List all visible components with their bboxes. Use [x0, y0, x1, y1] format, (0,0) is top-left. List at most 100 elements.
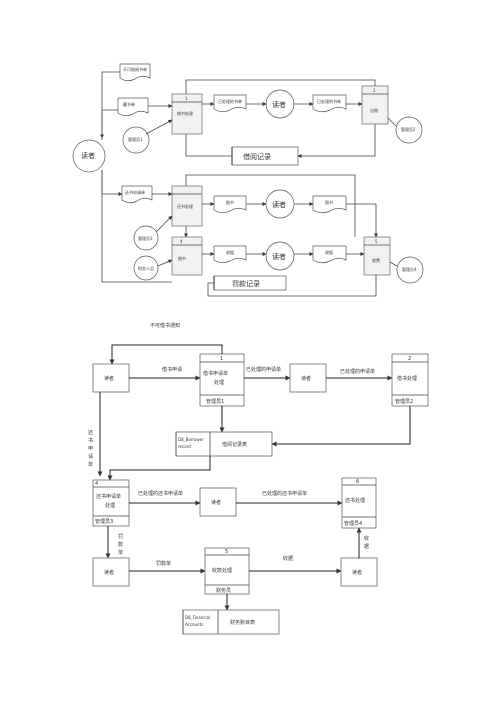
top-process-3: 还书处理: [171, 185, 203, 227]
svg-text:财务账目表: 财务账目表: [230, 619, 255, 626]
top-process-5: 5 收费: [363, 236, 391, 276]
svg-text:管理员2: 管理员2: [401, 126, 416, 132]
svg-text:收款处理: 收款处理: [212, 567, 232, 574]
svg-text:处理: 处理: [105, 502, 115, 509]
svg-text:书: 书: [88, 437, 93, 444]
svg-text:4: 4: [95, 481, 98, 487]
doc-receipt: 收据: [213, 245, 247, 264]
bottom-store-financial-accounts: D8_Financial Accounts 财务账目表: [182, 609, 280, 635]
top-diagram: 不可借阅书单 读者 藏书单 管理员1 1 借书处理 已处理的书单: [72, 63, 424, 297]
reader-circle-3: 读者: [265, 189, 295, 219]
svg-text:读者: 读者: [301, 375, 311, 382]
svg-text:单: 单: [118, 549, 123, 556]
svg-text:6: 6: [356, 479, 359, 485]
label-fine-note: 罚款单: [156, 560, 171, 567]
svg-text:已处理的书单: 已处理的书单: [218, 98, 242, 104]
svg-text:D8_Borrower: D8_Borrower: [178, 437, 204, 442]
svg-text:管理员4: 管理员4: [402, 266, 417, 272]
manager1-circle: 管理员1: [122, 126, 150, 154]
label-receipt: 收据: [283, 555, 293, 562]
svg-text:图书: 图书: [325, 199, 333, 205]
svg-text:借阅记录: 借阅记录: [243, 152, 271, 161]
doc-return-list: 还书申请单: [121, 185, 153, 204]
svg-text:读者: 读者: [104, 375, 114, 382]
label-processed-request-2: 已处理的申请单: [340, 368, 375, 375]
svg-text:还书申请单: 还书申请单: [96, 493, 121, 500]
bottom-diagram: 不可借书通知 读者 借书申请 1 借书申请单 处理 管理员1 已处理的申请单 读…: [88, 322, 429, 635]
svg-text:管理员1: 管理员1: [128, 136, 143, 142]
bottom-process-6: 6 还书处理 管理员4: [341, 477, 377, 529]
svg-text:读者: 读者: [272, 252, 286, 261]
svg-text:管理员2: 管理员2: [395, 398, 413, 405]
svg-text:读者: 读者: [272, 100, 286, 109]
svg-text:收据: 收据: [325, 249, 333, 255]
label-borrow-request: 借书申请: [162, 366, 182, 373]
bottom-reader-bottom-left: 读者: [92, 557, 130, 587]
bottom-store-borrower-record: D8_Borrower record 借阅记录表: [175, 431, 273, 457]
top-process-4: 4 借书: [171, 236, 203, 276]
svg-text:record: record: [178, 444, 191, 449]
svg-text:读者: 读者: [81, 151, 95, 160]
top-process-2: 2 出借: [361, 85, 389, 125]
manager3-circle: 管理员3: [133, 225, 159, 251]
bottom-reader-bottom-right: 读者: [340, 557, 378, 587]
svg-text:还书处理: 还书处理: [345, 497, 365, 504]
svg-text:借书处理: 借书处理: [397, 375, 417, 382]
svg-text:款: 款: [118, 541, 123, 548]
doc-borrow-list: 藏书单: [117, 97, 149, 117]
svg-text:收费: 收费: [372, 257, 380, 263]
svg-text:出借: 出借: [370, 107, 378, 113]
doc-book-2: 图书: [312, 195, 347, 214]
svg-text:管理员3: 管理员3: [95, 518, 113, 525]
svg-text:罚: 罚: [118, 534, 123, 540]
top-process-1: 1 借书处理: [171, 93, 203, 135]
label-processed-return-2: 已处理的还书申请单: [262, 490, 307, 497]
svg-text:管理员3: 管理员3: [138, 235, 153, 241]
bottom-reader-mid: 读者: [289, 363, 327, 393]
svg-text:已处理的书单: 已处理的书单: [317, 98, 341, 104]
label-fine-vertical: 罚 款 单: [118, 534, 123, 556]
bottom-process-2: 2 借书处理 管理员2: [391, 353, 429, 407]
svg-text:借书申请单: 借书申请单: [203, 370, 228, 377]
svg-text:还: 还: [88, 429, 93, 436]
svg-text:财务人员: 财务人员: [138, 265, 154, 271]
svg-text:Accounts: Accounts: [185, 622, 203, 627]
manager2-circle: 管理员2: [395, 116, 423, 144]
svg-text:2: 2: [408, 356, 411, 362]
svg-text:管理员4: 管理员4: [344, 520, 362, 527]
svg-text:D8_Financial: D8_Financial: [185, 615, 210, 620]
svg-text:1: 1: [220, 356, 223, 362]
svg-text:1: 1: [185, 96, 188, 101]
svg-text:管理员1: 管理员1: [206, 398, 224, 405]
doc-receipt-2: 收据: [312, 245, 347, 264]
manager4-circle: 财务人员: [133, 255, 159, 281]
bottom-reader-left: 读者: [92, 363, 130, 393]
label-processed-request: 已处理的申请单: [246, 366, 281, 373]
store-fine-record-top: 罚款记录: [213, 275, 287, 291]
svg-text:图书: 图书: [226, 199, 234, 205]
reader-circle-top: 读者: [72, 139, 106, 173]
svg-text:收: 收: [364, 535, 369, 542]
bottom-process-4: 4 还书申请单 处理 管理员3: [92, 479, 130, 527]
manager5-circle: 管理员4: [396, 256, 424, 284]
svg-text:罚款记录: 罚款记录: [232, 279, 260, 288]
svg-text:读者: 读者: [352, 569, 362, 576]
svg-text:借阅记录表: 借阅记录表: [222, 441, 247, 448]
reader-circle-2: 读者: [265, 89, 295, 119]
label-processed-return: 已处理的还书申请单: [138, 490, 183, 497]
svg-text:单: 单: [88, 461, 93, 468]
svg-text:还书处理: 还书处理: [177, 203, 193, 209]
svg-text:财务员: 财务员: [216, 587, 231, 594]
svg-text:2: 2: [373, 88, 376, 93]
svg-text:读者: 读者: [211, 499, 221, 506]
doc-processed-list: 已处理的书单: [213, 94, 247, 113]
svg-text:借书处理: 借书处理: [177, 110, 193, 116]
svg-text:据: 据: [364, 543, 369, 550]
reader-circle-4: 读者: [265, 241, 295, 271]
svg-text:还书申请单: 还书申请单: [125, 189, 145, 195]
svg-text:处理: 处理: [214, 379, 224, 386]
svg-text:5: 5: [225, 549, 228, 555]
doc-unavailable-list: 不可借阅书单: [119, 63, 151, 82]
bottom-process-5: 5 收款处理 财务员: [204, 547, 250, 595]
